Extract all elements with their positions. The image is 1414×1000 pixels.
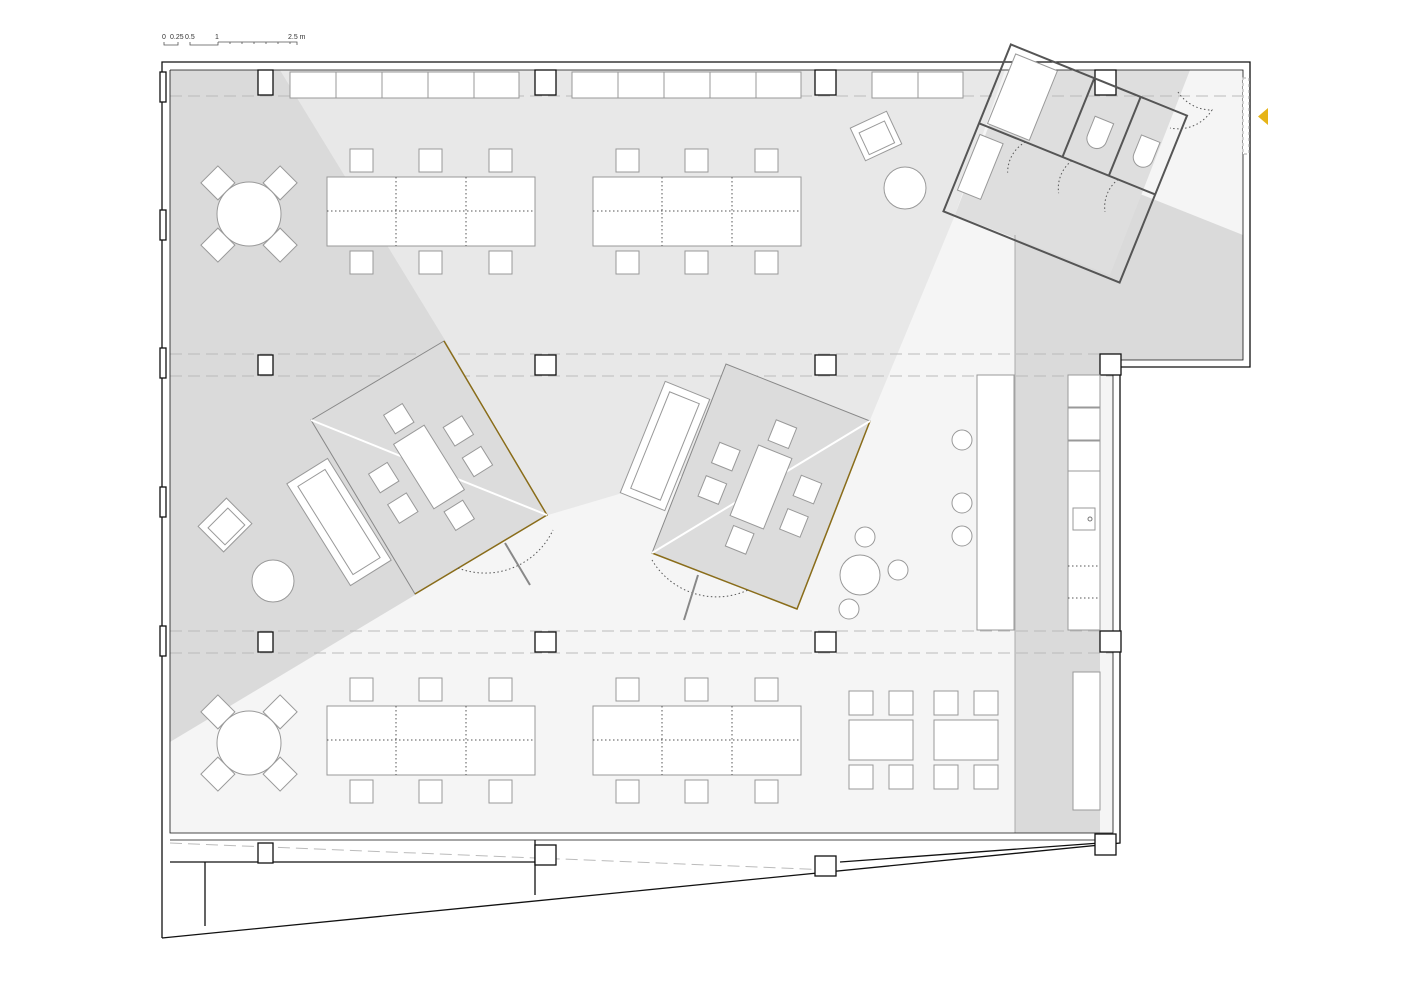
- scale-label-0: 0: [162, 34, 166, 41]
- desk-clusters: [326, 176, 802, 776]
- round-table: [200, 165, 298, 263]
- scale-bar: 0 0.25 0.5 1 2.5 m: [162, 34, 306, 46]
- storage-cabinets: [289, 71, 964, 99]
- desk-cluster: [326, 705, 536, 776]
- scale-label-25: 2.5 m: [288, 34, 306, 41]
- structural-grid: [169, 95, 1250, 871]
- side-table: [251, 559, 295, 603]
- kitchenette: [1067, 374, 1101, 811]
- bar-counter: [976, 374, 1015, 631]
- desk-cluster: [326, 176, 536, 247]
- columns: [257, 69, 1122, 877]
- scale-label-05: 0.5: [185, 34, 195, 41]
- scale-label-025: 0.25: [170, 34, 184, 41]
- cafe-area: [838, 374, 1015, 790]
- armchair: [197, 497, 253, 553]
- round-table: [200, 694, 298, 792]
- meeting-pod: [651, 363, 871, 621]
- armchair: [849, 110, 903, 162]
- sofa: [619, 380, 711, 512]
- entrance-triangle-icon: [1258, 108, 1268, 125]
- chairs: [349, 148, 779, 804]
- zone-dark-right: [1015, 190, 1243, 833]
- restroom-block: [942, 43, 1189, 284]
- entrance-door-swing: [1169, 91, 1213, 130]
- desk-cluster: [592, 705, 802, 776]
- desk-cluster: [592, 176, 802, 247]
- meeting-pod: [310, 340, 554, 595]
- scale-label-1: 1: [215, 34, 219, 41]
- lounge-furniture: [197, 110, 927, 603]
- side-table: [883, 166, 927, 210]
- sofa: [286, 457, 392, 587]
